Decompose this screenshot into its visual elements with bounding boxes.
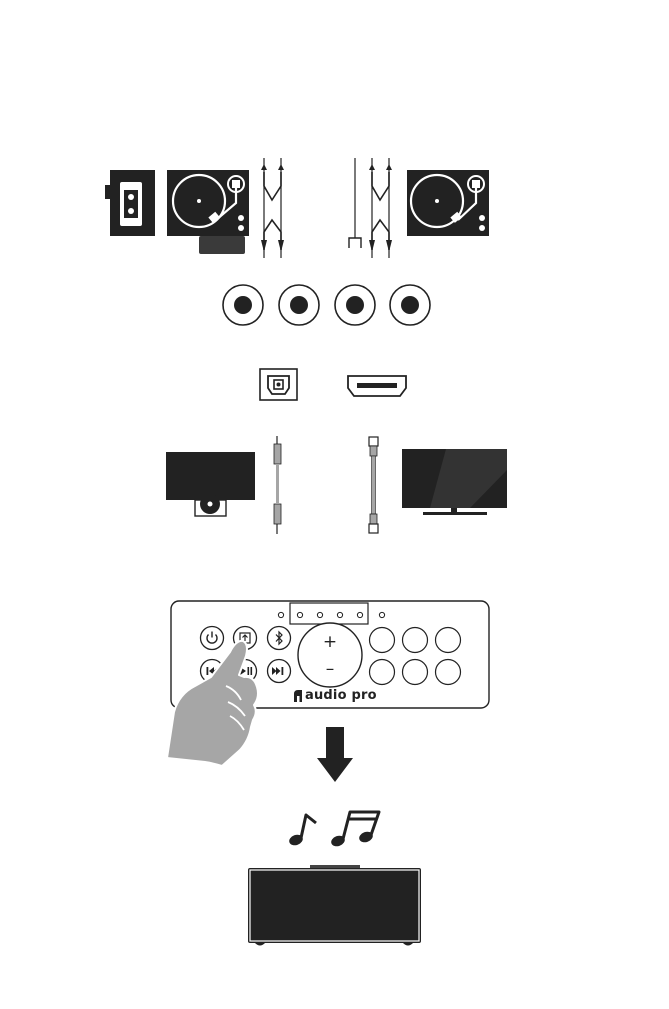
- volume-down-symbol[interactable]: –: [326, 659, 335, 679]
- volume-up-symbol[interactable]: +: [323, 632, 337, 652]
- ground-wire-icon: [349, 158, 361, 248]
- hdmi-cable-icon: [369, 437, 378, 533]
- preset-button[interactable]: [436, 660, 461, 685]
- preset-button[interactable]: [436, 628, 461, 653]
- speaker-icon: [248, 865, 421, 946]
- rca-jack-icon: [390, 285, 430, 325]
- rca-cable-icon: [261, 158, 284, 258]
- rca-jack-icon: [279, 285, 319, 325]
- rca-jack-icon: [335, 285, 375, 325]
- rca-cable-icon: [369, 158, 392, 258]
- turntable-icon: [407, 170, 489, 236]
- preset-button[interactable]: [370, 660, 395, 685]
- turntable-icon: [167, 170, 249, 254]
- music-note-icon: [330, 812, 379, 848]
- preset-button[interactable]: [370, 628, 395, 653]
- optical-port-icon: [260, 369, 297, 400]
- optical-cable-icon: [274, 436, 281, 534]
- arrow-down-icon: [317, 727, 353, 782]
- next-button[interactable]: [268, 660, 291, 683]
- brand-logo-icon: [294, 690, 302, 702]
- preset-button[interactable]: [403, 660, 428, 685]
- preset-button[interactable]: [403, 628, 428, 653]
- power-button[interactable]: [201, 627, 224, 650]
- tv-icon: [402, 449, 507, 515]
- cassette-player-icon: [105, 170, 155, 236]
- brand-logo-text: audio pro: [305, 688, 377, 703]
- rca-jack-icon: [223, 285, 263, 325]
- bluetooth-button[interactable]: [268, 627, 291, 650]
- volume-dial[interactable]: + –: [298, 623, 362, 687]
- music-note-icon: [288, 815, 316, 847]
- hdmi-port-icon: [348, 376, 406, 396]
- cd-player-icon: [166, 452, 255, 516]
